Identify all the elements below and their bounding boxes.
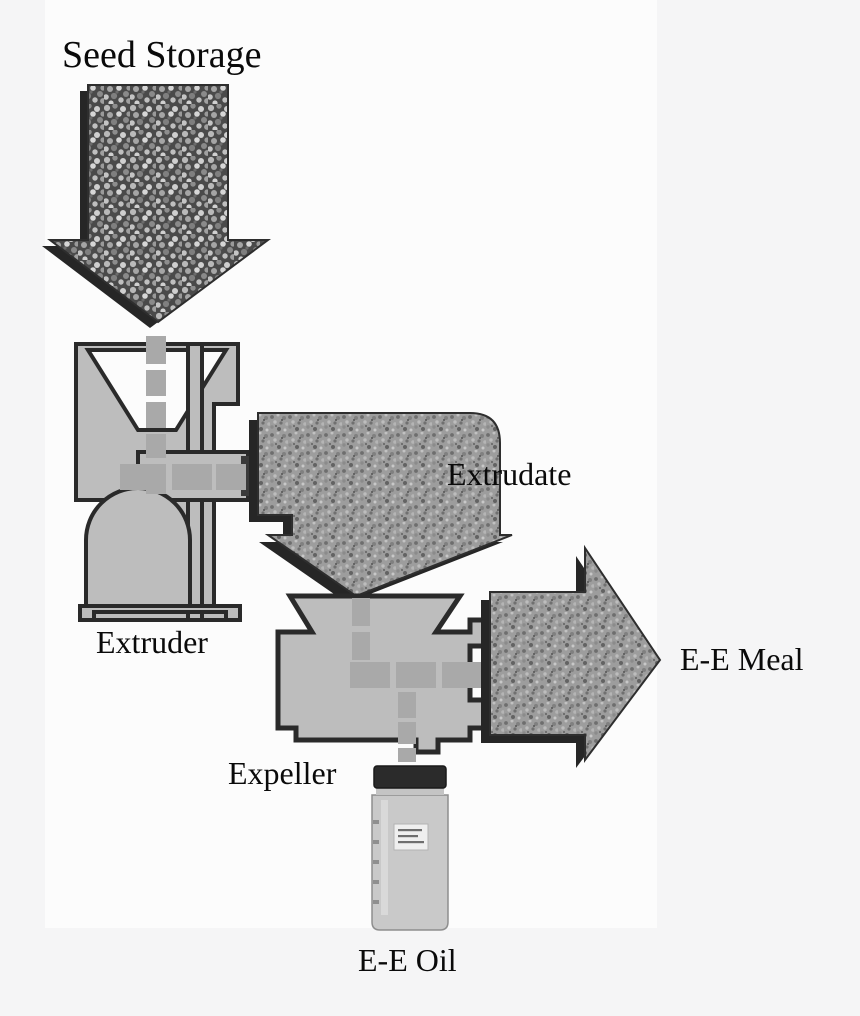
extrudate-arrow [249, 412, 513, 603]
label-ee-oil: E-E Oil [358, 942, 457, 978]
ee-meal-arrow [481, 547, 661, 768]
label-extruder: Extruder [96, 624, 208, 660]
seed-storage-arrow [42, 84, 269, 328]
label-ee-meal: E-E Meal [680, 641, 804, 677]
extruder-flow-path [120, 336, 246, 494]
label-expeller: Expeller [228, 755, 337, 791]
jar-label-text [398, 829, 424, 844]
expeller-flow-path [350, 598, 482, 762]
page-title: Seed Storage [62, 34, 262, 76]
label-extrudate: Extrudate [447, 456, 572, 492]
ee-oil-jar [371, 765, 449, 931]
